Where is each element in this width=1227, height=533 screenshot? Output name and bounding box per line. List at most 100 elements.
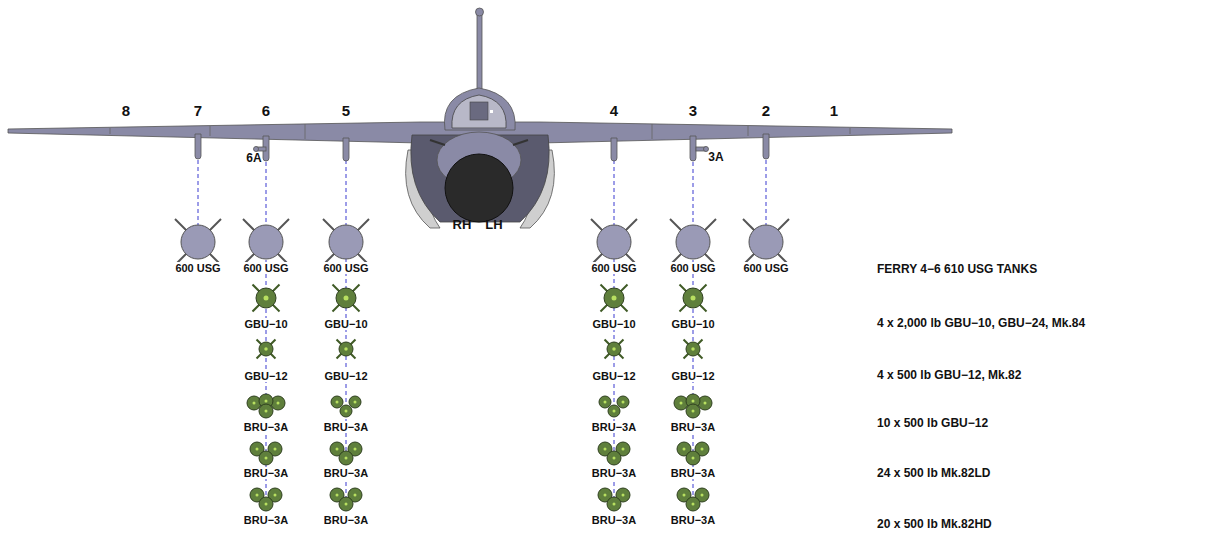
station-number: 5 xyxy=(341,103,351,120)
bomb-seeker xyxy=(354,448,357,451)
bomb xyxy=(604,288,624,308)
station-number: 6 xyxy=(261,103,271,120)
bomb-seeker xyxy=(604,448,607,451)
store-fins xyxy=(670,219,716,265)
bomb-seeker xyxy=(701,494,704,497)
station-number: 7 xyxy=(193,103,203,120)
store-label: BRU−3A xyxy=(670,467,716,479)
store-fins xyxy=(175,219,221,265)
store-label: BRU−3A xyxy=(670,514,716,526)
bomb xyxy=(686,342,700,356)
bomb xyxy=(683,288,703,308)
store-label: GBU−12 xyxy=(243,370,288,382)
bomb-seeker xyxy=(265,503,268,506)
bomb-seeker xyxy=(336,448,339,451)
store-fins xyxy=(601,285,628,312)
rack-bomb xyxy=(340,405,352,417)
bomb-seeker xyxy=(265,457,268,460)
fuel-tank xyxy=(329,225,363,259)
rack-bomb xyxy=(608,405,620,417)
store-fins xyxy=(323,219,369,265)
rack-bomb xyxy=(607,451,621,465)
tank-label: 600 USG xyxy=(669,262,716,274)
bomb xyxy=(339,342,353,356)
store-fins xyxy=(591,219,637,265)
store-label: GBU−12 xyxy=(323,370,368,382)
rack-bomb xyxy=(339,497,353,511)
rack-bomb xyxy=(617,396,629,408)
store-label: GBU−10 xyxy=(243,318,288,330)
bomb-seeker xyxy=(336,494,339,497)
loadout-note: 10 x 500 lb GBU−12 xyxy=(876,417,989,430)
bomb-seeker xyxy=(354,401,357,404)
store-label: GBU−10 xyxy=(323,318,368,330)
fuel-tank xyxy=(597,225,631,259)
bomb-seeker xyxy=(277,402,280,405)
fuel-tank xyxy=(181,225,215,259)
bomb-seeker xyxy=(274,494,277,497)
bomb-seeker xyxy=(344,296,349,301)
store-label: BRU−3A xyxy=(591,421,637,433)
store-label: GBU−12 xyxy=(670,370,715,382)
store-fins xyxy=(743,219,789,265)
bomb-seeker xyxy=(680,402,683,405)
store-label: BRU−3A xyxy=(323,514,369,526)
store-label: BRU−3A xyxy=(591,514,637,526)
bomb-seeker xyxy=(253,402,256,405)
bomb-seeker xyxy=(704,402,707,405)
bomb-seeker xyxy=(692,503,695,506)
store-label: GBU−12 xyxy=(591,370,636,382)
store-fins xyxy=(243,219,289,265)
bomb-seeker xyxy=(345,503,348,506)
tank-label: 600 USG xyxy=(174,262,221,274)
rack-bomb xyxy=(686,451,700,465)
store-fins xyxy=(333,285,360,312)
tank-label: 600 USG xyxy=(742,262,789,274)
store-label: GBU−10 xyxy=(670,318,715,330)
station-number: 2 xyxy=(761,103,771,120)
station-number: 1 xyxy=(829,103,839,120)
fuel-tank xyxy=(676,225,710,259)
bomb-seeker xyxy=(622,448,625,451)
bomb xyxy=(259,342,273,356)
rack-bomb xyxy=(331,396,343,408)
rack-bomb xyxy=(686,404,700,418)
loadout-note: 20 x 500 lb Mk.82HD xyxy=(876,518,993,531)
bomb-seeker xyxy=(622,401,625,404)
store-label: BRU−3A xyxy=(591,467,637,479)
rack-bomb xyxy=(259,404,273,418)
bomb-seeker xyxy=(604,494,607,497)
station-sub-number: 3A xyxy=(707,151,724,164)
rack-bomb xyxy=(686,497,700,511)
bomb-seeker xyxy=(692,410,695,413)
station-number: 4 xyxy=(609,103,619,120)
store-icons xyxy=(175,219,789,511)
bomb xyxy=(336,288,356,308)
bomb-seeker xyxy=(692,457,695,460)
side-label: RH xyxy=(452,218,473,232)
tank-label: 600 USG xyxy=(590,262,637,274)
store-label: BRU−3A xyxy=(243,421,289,433)
bomb-seeker xyxy=(612,347,616,351)
bomb-seeker xyxy=(264,347,268,351)
store-fins xyxy=(253,285,280,312)
bomb-seeker xyxy=(622,494,625,497)
bomb-seeker xyxy=(691,296,696,301)
store-fins xyxy=(337,340,356,359)
bomb-seeker xyxy=(613,503,616,506)
bomb-seeker xyxy=(354,494,357,497)
rack-bomb xyxy=(349,396,361,408)
tank-label: 600 USG xyxy=(242,262,289,274)
rack-bomb xyxy=(339,451,353,465)
fuel-tank xyxy=(249,225,283,259)
store-label: BRU−3A xyxy=(323,467,369,479)
store-fins xyxy=(680,285,707,312)
bomb-seeker xyxy=(264,296,269,301)
store-fins xyxy=(257,340,276,359)
bomb-seeker xyxy=(256,448,259,451)
station-sub-number: 6A xyxy=(245,152,262,165)
bomb-seeker xyxy=(613,410,616,413)
bomb-seeker xyxy=(683,494,686,497)
store-label: BRU−3A xyxy=(243,467,289,479)
